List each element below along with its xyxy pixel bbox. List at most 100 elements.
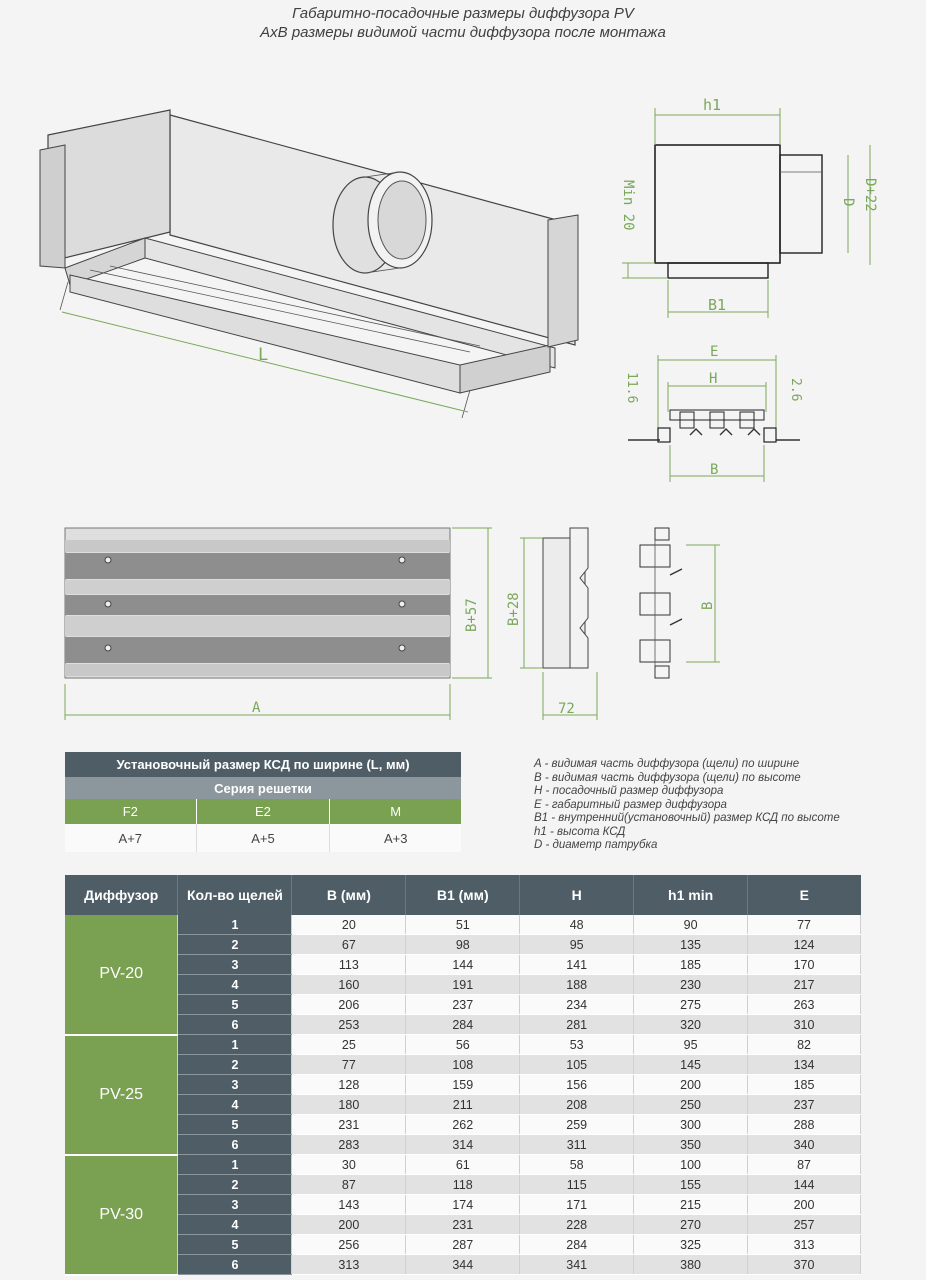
legend-item: D - диаметр патрубка bbox=[534, 839, 658, 851]
title-line-2: AxB размеры видимой части диффузора посл… bbox=[260, 24, 666, 41]
table-cell: 180 bbox=[291, 1094, 407, 1115]
dim-B1: B1 bbox=[708, 296, 726, 314]
dim-L: L bbox=[258, 345, 268, 365]
install-size-table: Установочный размер КСД по ширине (L, мм… bbox=[65, 752, 461, 852]
slot-count: 6 bbox=[177, 1134, 293, 1155]
technical-drawings: L h1 Min 20 D D+22 B1 E H 11.6 2.6 bbox=[39, 96, 878, 720]
table-cell: 217 bbox=[747, 974, 861, 995]
slot-count: 6 bbox=[177, 1014, 293, 1035]
table-cell: 61 bbox=[405, 1154, 521, 1175]
col-header-H: H bbox=[519, 875, 635, 915]
table-cell: 145 bbox=[633, 1054, 749, 1075]
table-cell: 100 bbox=[633, 1154, 749, 1175]
col-header-B: B (мм) bbox=[291, 875, 407, 915]
table-cell: 56 bbox=[405, 1034, 521, 1055]
table-cell: 170 bbox=[747, 954, 861, 975]
table-cell: 48 bbox=[519, 915, 635, 935]
table-cell: 87 bbox=[747, 1154, 861, 1175]
table-cell: 118 bbox=[405, 1174, 521, 1195]
table-cell: 231 bbox=[405, 1214, 521, 1235]
slot-count: 5 bbox=[177, 994, 293, 1015]
table-cell: 344 bbox=[405, 1254, 521, 1275]
slot-count: 3 bbox=[177, 1194, 293, 1215]
dim-B57: B+57 bbox=[464, 598, 480, 632]
table-cell: 20 bbox=[291, 915, 407, 935]
table-cell: 257 bbox=[747, 1214, 861, 1235]
table-cell: 108 bbox=[405, 1054, 521, 1075]
col-header-B1: B1 (мм) bbox=[405, 875, 521, 915]
dim-D: D bbox=[840, 198, 856, 206]
table-cell: 283 bbox=[291, 1134, 407, 1155]
table-cell: 188 bbox=[519, 974, 635, 995]
table-cell: 95 bbox=[633, 1034, 749, 1055]
slot-count: 1 bbox=[177, 1034, 293, 1055]
dim-D22: D+22 bbox=[862, 178, 878, 212]
table-cell: 115 bbox=[519, 1174, 635, 1195]
table-cell: 185 bbox=[633, 954, 749, 975]
table-cell: 160 bbox=[291, 974, 407, 995]
table-cell: 263 bbox=[747, 994, 861, 1015]
install-value: A+7 bbox=[65, 824, 197, 852]
table-cell: 58 bbox=[519, 1154, 635, 1175]
table-cell: 144 bbox=[747, 1174, 861, 1195]
dim-A: A bbox=[252, 700, 261, 716]
legend-item: B1 - внутренний(установочный) размер КСД… bbox=[534, 812, 840, 824]
table-cell: 314 bbox=[405, 1134, 521, 1155]
col-header-diffuser: Диффузор bbox=[65, 875, 179, 915]
table-cell: 262 bbox=[405, 1114, 521, 1135]
slot-count: 2 bbox=[177, 934, 293, 955]
table-cell: 51 bbox=[405, 915, 521, 935]
table-cell: 237 bbox=[747, 1094, 861, 1115]
dim-B-profile: B bbox=[710, 462, 718, 478]
table-cell: 311 bbox=[519, 1134, 635, 1155]
install-col-header: M bbox=[329, 799, 461, 824]
table-cell: 300 bbox=[633, 1114, 749, 1135]
table-cell: 144 bbox=[405, 954, 521, 975]
slot-count: 4 bbox=[177, 1214, 293, 1235]
table-cell: 191 bbox=[405, 974, 521, 995]
diffuser-model: PV-30 bbox=[65, 1154, 179, 1276]
install-value: A+5 bbox=[196, 824, 331, 852]
table-cell: 128 bbox=[291, 1074, 407, 1095]
table-cell: 313 bbox=[747, 1234, 861, 1255]
table-cell: 105 bbox=[519, 1054, 635, 1075]
table-cell: 185 bbox=[747, 1074, 861, 1095]
slot-count: 5 bbox=[177, 1114, 293, 1135]
table-cell: 380 bbox=[633, 1254, 749, 1275]
table-cell: 200 bbox=[633, 1074, 749, 1095]
table-cell: 231 bbox=[291, 1114, 407, 1135]
slot-count: 3 bbox=[177, 954, 293, 975]
table-cell: 211 bbox=[405, 1094, 521, 1115]
front-grille-drawing: A B+57 bbox=[64, 527, 492, 720]
table-cell: 53 bbox=[519, 1034, 635, 1055]
table-cell: 124 bbox=[747, 934, 861, 955]
table-cell: 284 bbox=[405, 1014, 521, 1035]
table-cell: 77 bbox=[291, 1054, 407, 1075]
table-cell: 259 bbox=[519, 1114, 635, 1135]
table-cell: 159 bbox=[405, 1074, 521, 1095]
slot-count: 6 bbox=[177, 1254, 293, 1275]
dim-H: H bbox=[709, 371, 717, 387]
table-cell: 288 bbox=[747, 1114, 861, 1135]
page-title: Габаритно-посадочные размеры диффузора P… bbox=[0, 4, 926, 42]
slot-count: 5 bbox=[177, 1234, 293, 1255]
side-profile-drawing: B bbox=[639, 527, 720, 679]
legend-item: E - габаритный размер диффузора bbox=[534, 798, 727, 811]
table-cell: 340 bbox=[747, 1134, 861, 1155]
dim-h1: h1 bbox=[703, 96, 721, 114]
table-cell: 113 bbox=[291, 954, 407, 975]
table-cell: 95 bbox=[519, 934, 635, 955]
diffuser-model: PV-20 bbox=[65, 915, 179, 1036]
